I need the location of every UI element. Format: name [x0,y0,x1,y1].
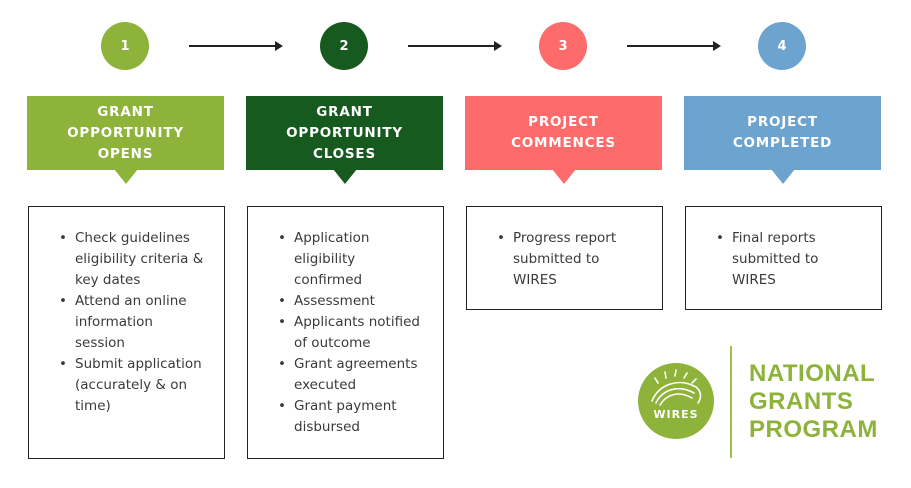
list-item: Final reports submitted to WIRES [716,228,863,291]
step-3-number-label: 3 [558,38,568,54]
step-1-number: 1 [101,22,149,70]
step-4-title: PROJECT COMPLETED [732,114,833,151]
list-item: Submit application (accurately & on time… [59,354,206,417]
step-1-header: GRANT OPPORTUNITY OPENS [27,96,224,184]
pointer-down-icon [332,169,357,184]
step-2-title: GRANT OPPORTUNITY CLOSES [286,103,403,162]
step-3-title: PROJECT COMMENCES [511,114,616,151]
step-3-details: Progress report submitted to WIRES [466,206,663,310]
step-2-number: 2 [320,22,368,70]
arrow-right-icon [408,41,502,51]
pointer-down-icon [770,169,795,184]
step-4-number-label: 4 [777,38,787,54]
program-title-line: GRANTS [749,388,854,415]
step-2-list: Application eligibility confirmed Assess… [278,228,425,438]
step-4-header: PROJECT COMPLETED [684,96,881,184]
program-title-line: PROGRAM [749,416,878,443]
step-3-header: PROJECT COMMENCES [465,96,662,184]
logo-text: WIRES [653,408,699,421]
wires-logo: WIRES [638,363,714,439]
list-item: Applicants notified of outcome [278,312,425,354]
step-1-details: Check guidelines eligibility criteria & … [28,206,225,459]
step-4-list: Final reports submitted to WIRES [716,228,863,291]
step-4-details: Final reports submitted to WIRES [685,206,882,310]
step-4-number: 4 [758,22,806,70]
pointer-down-icon [113,169,138,184]
step-1-number-label: 1 [120,38,130,54]
logo-divider [730,346,732,458]
step-2-number-label: 2 [339,38,349,54]
pointer-down-icon [551,169,576,184]
list-item: Grant payment disbursed [278,396,425,438]
echidna-icon [651,369,702,406]
step-1-list: Check guidelines eligibility criteria & … [59,228,206,417]
list-item: Attend an online information session [59,291,206,354]
list-item: Application eligibility confirmed [278,228,425,291]
list-item: Grant agreements executed [278,354,425,396]
arrow-right-icon [189,41,283,51]
step-3-number: 3 [539,22,587,70]
list-item: Progress report submitted to WIRES [497,228,644,291]
list-item: Assessment [278,291,425,312]
program-title: NATIONAL GRANTS PROGRAM [749,360,899,444]
step-3-list: Progress report submitted to WIRES [497,228,644,291]
step-1-title: GRANT OPPORTUNITY OPENS [67,103,184,162]
step-2-header: GRANT OPPORTUNITY CLOSES [246,96,443,184]
list-item: Check guidelines eligibility criteria & … [59,228,206,291]
step-2-details: Application eligibility confirmed Assess… [247,206,444,459]
arrow-right-icon [627,41,721,51]
program-title-line: NATIONAL [749,360,876,387]
